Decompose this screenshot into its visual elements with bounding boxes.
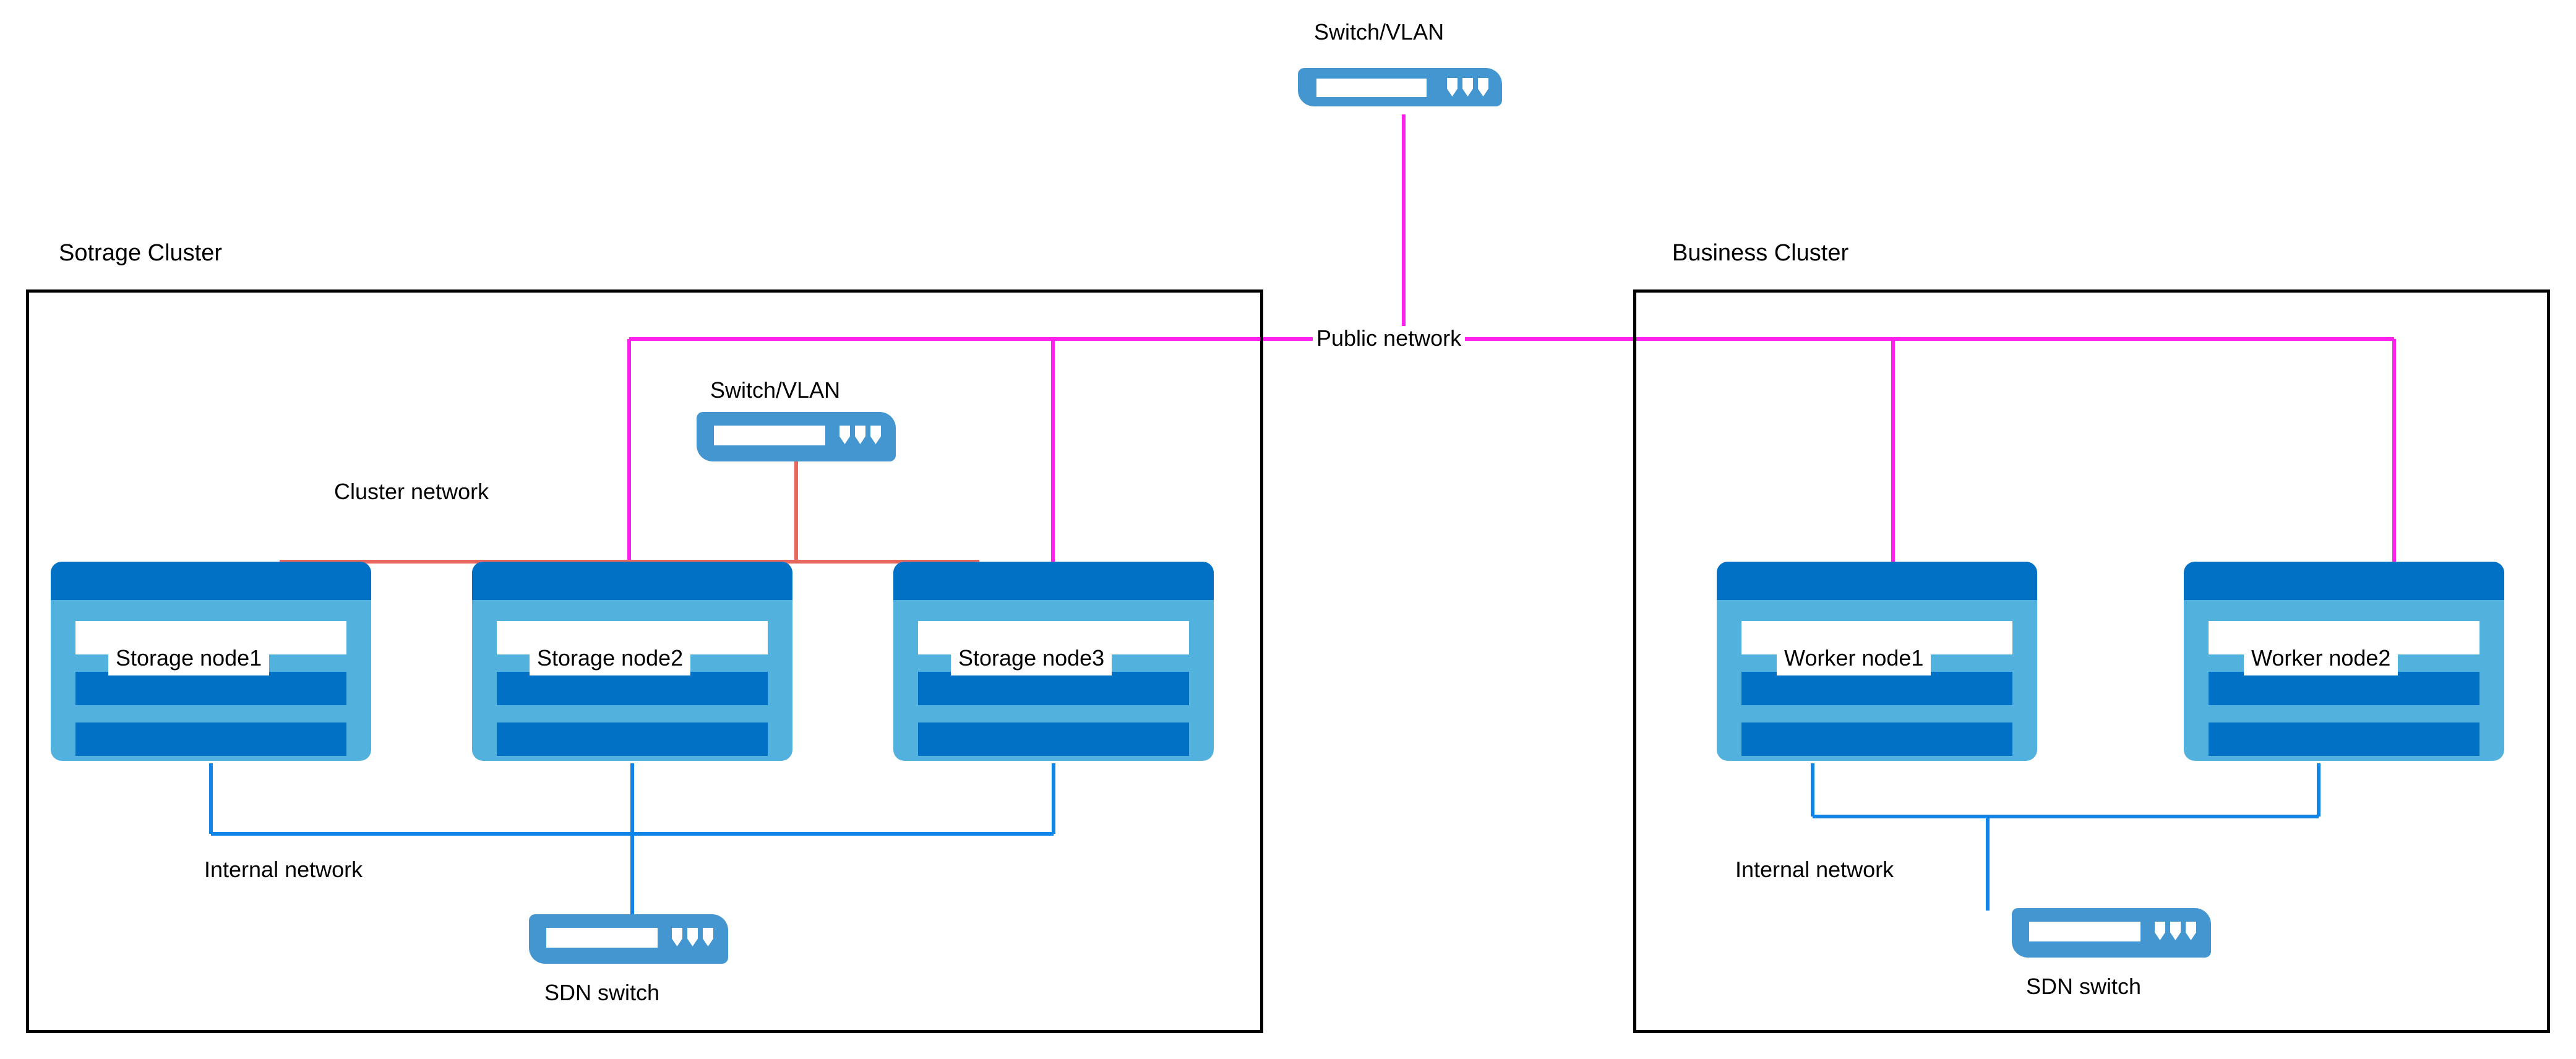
switch-face-bar (714, 426, 825, 445)
switch-port-icon (870, 426, 881, 444)
switch-ports (839, 426, 881, 444)
node-bay-dark (497, 672, 768, 705)
storage-internal-network-label: Internal network (204, 857, 363, 882)
storage-sdn-switch-icon[interactable] (529, 914, 728, 964)
storage-node-1-label: Storage node1 (108, 641, 270, 675)
public-network-label: Public network (1313, 326, 1466, 351)
business-sdn-switch-icon[interactable] (2012, 908, 2211, 958)
switch-port-icon (1478, 78, 1488, 96)
node-header-bar (1717, 562, 2037, 600)
node-bay-dark (1741, 672, 2012, 705)
storage-node-2-label: Storage node2 (530, 641, 691, 675)
node-bay-dark (497, 722, 768, 756)
worker-node-2-label: Worker node2 (2244, 641, 2398, 675)
switch-face-bar (2029, 922, 2140, 941)
storage-sdn-switch-label: SDN switch (544, 980, 660, 1005)
storage-inner-switch-label: Switch/VLAN (710, 377, 841, 403)
switch-port-icon (2170, 922, 2181, 940)
top-switch-icon[interactable] (1298, 68, 1502, 106)
switch-face-bar (1316, 79, 1427, 97)
switch-port-icon (839, 426, 850, 444)
storage-node-3-label: Storage node3 (951, 641, 1112, 675)
node-bay-dark (75, 722, 346, 756)
worker-node-1-label: Worker node1 (1777, 641, 1931, 675)
node-header-bar (51, 562, 371, 600)
switch-port-icon (703, 928, 713, 946)
switch-port-icon (1462, 78, 1473, 96)
node-header-bar (472, 562, 792, 600)
storage-inner-switch-icon[interactable] (697, 412, 896, 461)
switch-ports (1447, 78, 1488, 96)
business-cluster-box (1633, 289, 2550, 1033)
switch-ports (2155, 922, 2196, 940)
switch-port-icon (855, 426, 865, 444)
storage-cluster-box (26, 289, 1263, 1033)
storage-cluster-title: Sotrage Cluster (59, 240, 223, 266)
switch-port-icon (2155, 922, 2165, 940)
top-switch-label: Switch/VLAN (1314, 19, 1445, 45)
switch-face-bar (546, 928, 658, 948)
node-header-bar (893, 562, 1214, 600)
node-header-bar (2184, 562, 2504, 600)
business-cluster-title: Business Cluster (1672, 240, 1849, 266)
node-bay-dark (918, 722, 1189, 756)
node-bay-dark (75, 672, 346, 705)
node-bay-dark (2209, 672, 2479, 705)
switch-ports (672, 928, 713, 946)
business-sdn-switch-label: SDN switch (2026, 974, 2142, 999)
node-bay-dark (2209, 722, 2479, 756)
business-internal-network-label: Internal network (1735, 857, 1894, 882)
switch-port-icon (672, 928, 682, 946)
cluster-network-label: Cluster network (334, 479, 489, 504)
storage-node-3[interactable] (893, 562, 1214, 761)
node-bay-dark (1741, 722, 2012, 756)
switch-port-icon (687, 928, 698, 946)
node-bay-dark (918, 672, 1189, 705)
switch-port-icon (1447, 78, 1458, 96)
switch-port-icon (2186, 922, 2196, 940)
